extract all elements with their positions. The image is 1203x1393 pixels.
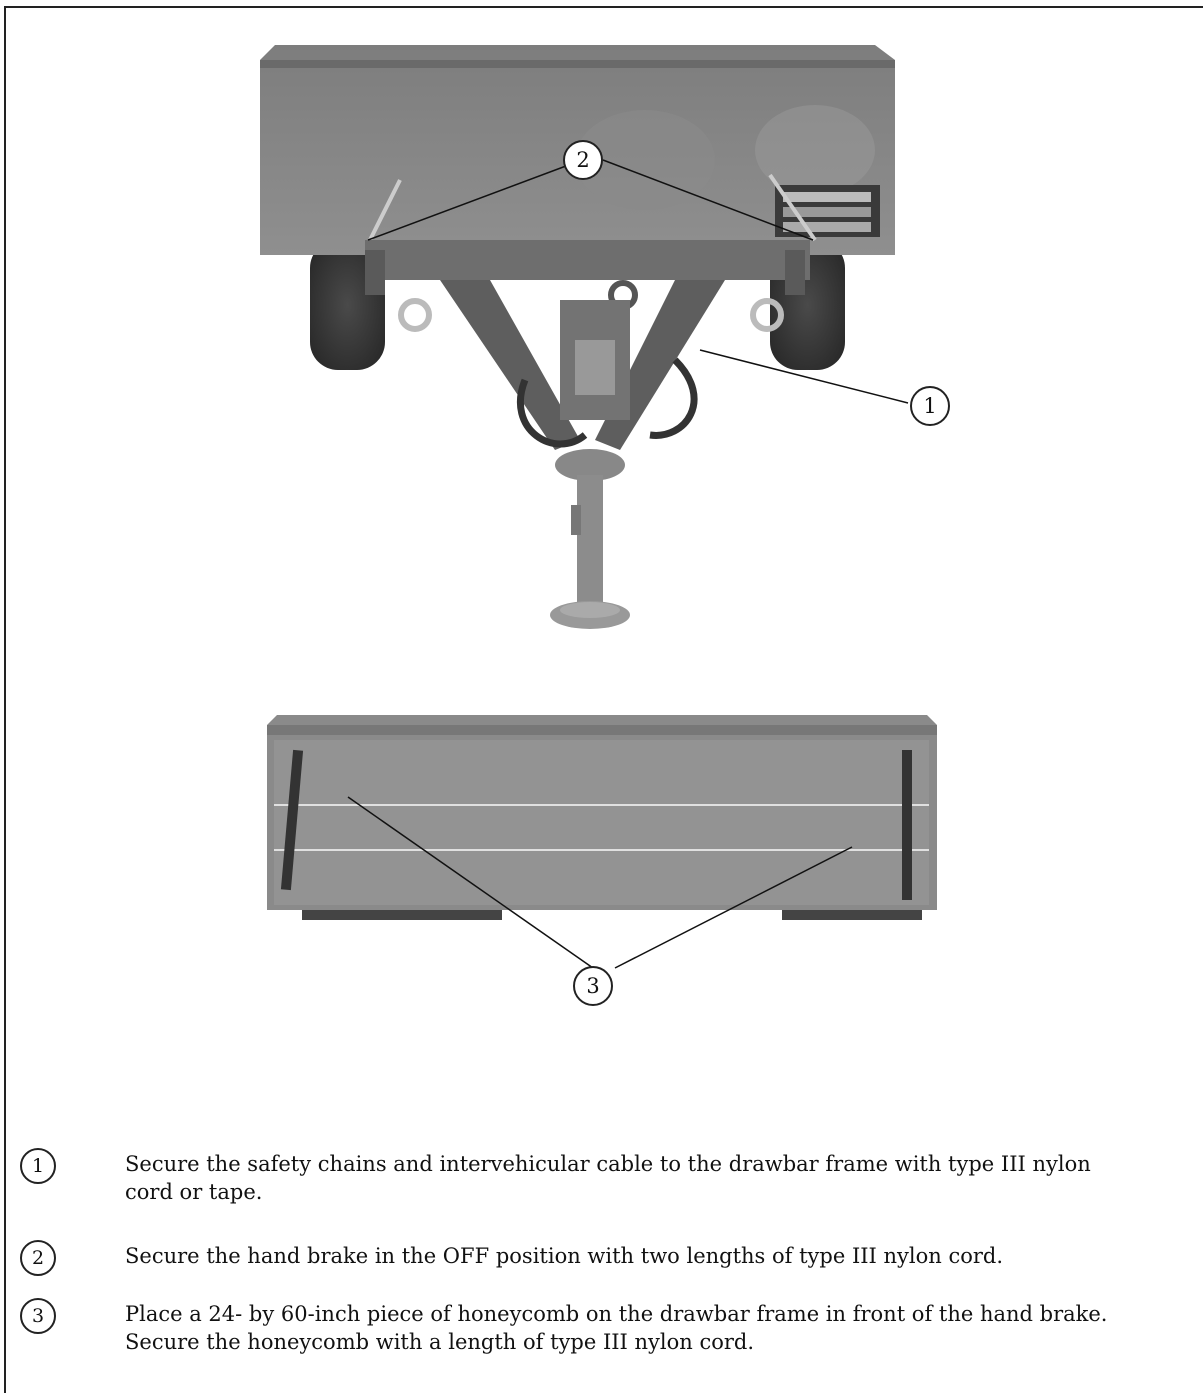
step-number: 1: [20, 1148, 56, 1184]
step-number: 3: [20, 1298, 56, 1334]
figure-callout-2: 2: [563, 140, 603, 180]
figure-callout-1: 1: [910, 386, 950, 426]
step-text: Place a 24- by 60-inch piece of honeycom…: [125, 1302, 1108, 1354]
figure-callout-3: 3: [573, 966, 613, 1006]
step-text: Secure the hand brake in the OFF positio…: [125, 1244, 1004, 1268]
step-number: 2: [20, 1240, 56, 1276]
page-frame: [4, 6, 1203, 1393]
trailer-side-panel-photo: [267, 715, 937, 920]
step-text: Secure the safety chains and intervehicu…: [125, 1152, 1091, 1204]
